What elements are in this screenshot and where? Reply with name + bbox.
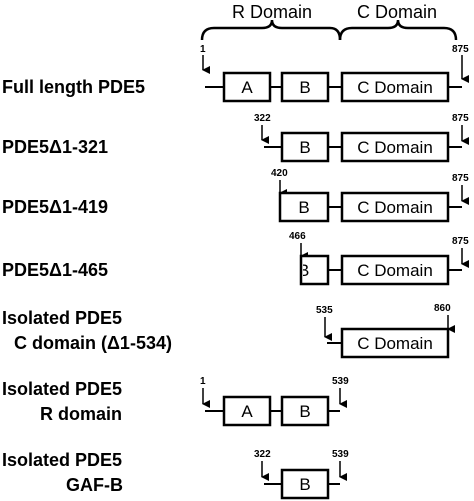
gaf-a-box <box>222 395 272 427</box>
c-domain-box <box>340 131 450 163</box>
gaf-b-box <box>280 468 330 500</box>
c-domain-box <box>340 71 450 103</box>
construct-label-line-1: Isolated PDE5 <box>2 308 122 328</box>
end-position: 875 <box>452 113 469 124</box>
construct-label-line-2: GAF-B <box>66 475 123 495</box>
construct-label: PDE5Δ1-419 <box>2 197 108 217</box>
gaf-b-box <box>280 131 330 163</box>
start-position: 322 <box>254 449 271 460</box>
end-position: 875 <box>452 44 469 55</box>
construct-full-length: Full length PDE5 1 875 A B C Domain <box>2 44 469 103</box>
c-domain-label: C Domain <box>357 2 437 22</box>
gaf-b-label: B <box>299 402 310 421</box>
c-domain-box-label: C Domain <box>357 261 433 280</box>
end-position: 875 <box>452 173 469 184</box>
construct-isolated-gaf-b: Isolated PDE5 GAF-B 322 539 B <box>2 449 349 500</box>
c-domain-box-label: C Domain <box>357 78 433 97</box>
start-position: 1 <box>200 44 206 55</box>
c-domain-brace <box>338 19 458 41</box>
gaf-a-box <box>222 71 272 103</box>
c-domain-box <box>340 254 450 286</box>
construct-delta-1-321: PDE5Δ1-321 322 875 B C Domain <box>2 113 469 163</box>
gaf-b-partial-box <box>299 254 330 286</box>
gaf-b-label: B <box>299 78 310 97</box>
start-position: 535 <box>316 305 333 316</box>
construct-label: PDE5Δ1-465 <box>2 260 108 280</box>
end-position: 875 <box>452 236 469 247</box>
construct-label: Full length PDE5 <box>2 77 145 97</box>
construct-label-line-1: Isolated PDE5 <box>2 450 122 470</box>
start-position: 1 <box>200 376 206 387</box>
gaf-a-label: A <box>241 402 253 421</box>
r-domain-label: R Domain <box>232 2 312 22</box>
gaf-b-box <box>280 71 330 103</box>
c-domain-box <box>340 327 450 359</box>
c-domain-box <box>340 191 450 223</box>
end-position: 860 <box>434 303 451 314</box>
c-domain-box-label: C Domain <box>357 334 433 353</box>
construct-delta-1-419: PDE5Δ1-419 420 875 B C Domain <box>2 168 469 223</box>
c-domain-box-label: C Domain <box>357 138 433 157</box>
r-domain-brace <box>200 19 342 41</box>
construct-label-line-1: Isolated PDE5 <box>2 379 122 399</box>
start-position: 322 <box>254 113 271 124</box>
gaf-b-label: B <box>299 138 310 157</box>
domain-header: R Domain C Domain <box>200 2 458 41</box>
gaf-b-box <box>278 191 330 223</box>
construct-label-line-2: R domain <box>40 404 122 424</box>
start-position: 420 <box>271 168 288 179</box>
c-domain-box-label: C Domain <box>357 198 433 217</box>
start-position: 466 <box>289 231 306 242</box>
end-position: 539 <box>332 449 349 460</box>
construct-label-line-2: C domain (Δ1-534) <box>14 333 172 353</box>
gaf-a-label: A <box>241 78 253 97</box>
construct-isolated-c-domain: Isolated PDE5 C domain (Δ1-534) 535 860 … <box>2 303 455 359</box>
construct-delta-1-465: PDE5Δ1-465 466 875 B C Domain <box>2 231 469 286</box>
gaf-b-label: B <box>298 198 309 217</box>
construct-label: PDE5Δ1-321 <box>2 137 108 157</box>
gaf-b-label: B <box>299 475 310 494</box>
construct-isolated-r-domain: Isolated PDE5 R domain 1 539 A B <box>2 376 349 427</box>
gaf-b-box <box>280 395 330 427</box>
end-position: 539 <box>332 376 349 387</box>
gaf-b-label: B <box>298 261 309 280</box>
